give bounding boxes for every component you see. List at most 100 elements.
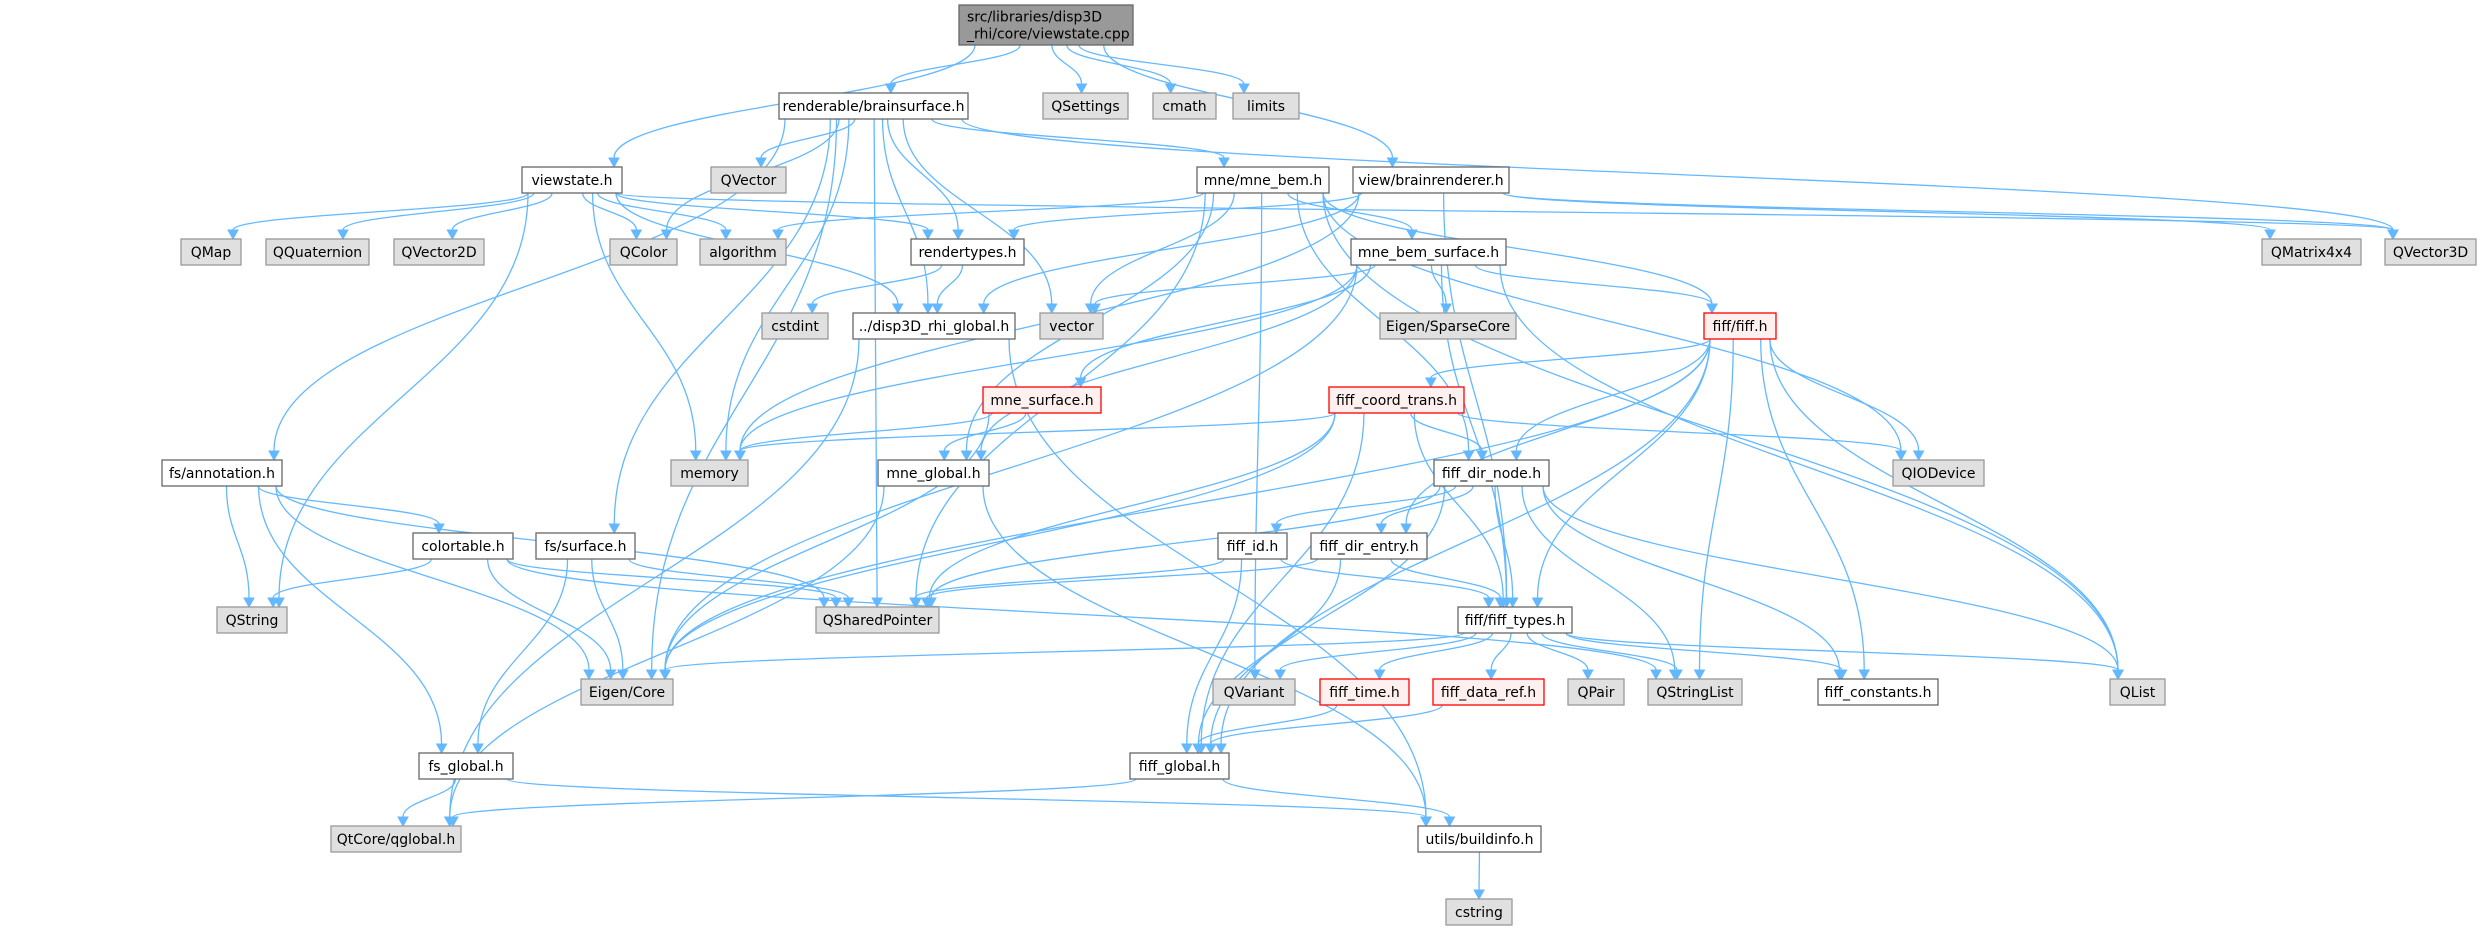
- node-fiffcoordtrans[interactable]: fiff_coord_trans.h: [1328, 386, 1465, 414]
- node-mnebem[interactable]: mne/mne_bem.h: [1196, 166, 1330, 194]
- node-qcolor: QColor: [609, 238, 678, 266]
- node-fiffdirentry[interactable]: fiff_dir_entry.h: [1310, 532, 1428, 560]
- arrowhead-icon: [2112, 669, 2124, 681]
- arrowhead-icon: [1895, 450, 1907, 462]
- node-rendertypes[interactable]: rendertypes.h: [910, 238, 1025, 266]
- node-label: fiff_constants.h: [1825, 685, 1932, 701]
- edge-mnebem-to-vector: [1090, 192, 1235, 305]
- node-cmath: cmath: [1152, 92, 1217, 120]
- node-mneglobal[interactable]: mne_global.h: [877, 459, 990, 487]
- edge-mnebemsurface-to-memory: [739, 264, 1358, 452]
- arrowhead-icon: [435, 743, 448, 755]
- edge-fiffcoordtrans-to-fifftypes: [1413, 412, 1504, 599]
- edge-mnebemsurface-to-mnesurface: [1080, 264, 1372, 379]
- arrowhead-icon: [1582, 669, 1594, 681]
- arrowhead-icon: [772, 229, 784, 241]
- node-box: [2109, 678, 2166, 706]
- node-box: [1232, 92, 1300, 120]
- arrowhead-icon: [1270, 523, 1283, 535]
- arrowhead-icon: [659, 669, 671, 681]
- node-fifftypes[interactable]: fiff/fiff_types.h: [1457, 606, 1573, 634]
- arrowhead-icon: [1218, 157, 1230, 169]
- node-label: fiff/fiff.h: [1713, 319, 1768, 335]
- node-box: [1352, 166, 1510, 194]
- node-fsglobal[interactable]: fs_global.h: [418, 752, 514, 780]
- node-mnebemsurface[interactable]: mne_bem_surface.h: [1350, 238, 1507, 266]
- node-box: [910, 238, 1025, 266]
- edge-colortable-to-qstringlist: [506, 558, 1657, 671]
- arrowhead-icon: [977, 303, 990, 315]
- node-mnesurface[interactable]: mne_surface.h: [982, 386, 1102, 414]
- node-label: renderable/brainsurface.h: [783, 99, 965, 115]
- arrowhead-icon: [2387, 229, 2399, 241]
- edge-fsannotation-to-colortable: [257, 485, 440, 525]
- node-box: [330, 825, 462, 853]
- edge-brainsurface-to-disp3dglobal: [881, 118, 929, 305]
- node-qsharedpointer: QSharedPointer: [815, 606, 940, 634]
- edge-mnebem-to-fiffh: [1322, 192, 1713, 305]
- arrowhead-icon: [1425, 377, 1437, 389]
- node-box: [1379, 312, 1517, 340]
- arrowhead-icon: [1510, 450, 1523, 462]
- edge-mnebemsurface-to-sparsecore: [1430, 264, 1447, 305]
- node-brainsurface[interactable]: renderable/brainsurface.h: [778, 92, 969, 120]
- edge-fifftypes-to-qvariant: [1279, 632, 1477, 671]
- node-fiffh[interactable]: fiff/fiff.h: [1703, 312, 1777, 340]
- node-disp3dglobal[interactable]: ../disp3D_rhi_global.h: [852, 312, 1016, 340]
- node-fiffdataref[interactable]: fiff_data_ref.h: [1432, 678, 1545, 706]
- edge-fsglobal-to-qglobal: [402, 778, 457, 818]
- nodes-layer: src/libraries/disp3D_rhi/core/viewstate.…: [161, 4, 2477, 926]
- node-fiffdirnode[interactable]: fiff_dir_node.h: [1433, 459, 1550, 487]
- node-label: mne_surface.h: [990, 393, 1093, 409]
- node-label: QSharedPointer: [823, 613, 933, 629]
- node-fiffglobal[interactable]: fiff_global.h: [1129, 752, 1230, 780]
- edge-brainrenderer-to-disp3dglobal: [983, 192, 1360, 305]
- arrowhead-icon: [806, 303, 819, 315]
- edge-fiffdirentry-to-fifftypes: [1390, 558, 1502, 599]
- node-buildinfo[interactable]: utils/buildinfo.h: [1417, 825, 1542, 853]
- arrowhead-icon: [891, 303, 904, 315]
- edge-fiffdirnode-to-fiffid: [1275, 485, 1457, 525]
- edge-viewstate-to-qvector3d: [615, 192, 2394, 231]
- arrowhead-icon: [1531, 597, 1544, 609]
- arrowhead-icon: [884, 83, 897, 95]
- node-colortable[interactable]: colortable.h: [412, 532, 514, 560]
- node-box: [1892, 459, 1985, 487]
- arrowhead-icon: [397, 816, 409, 828]
- node-brainrenderer[interactable]: view/brainrenderer.h: [1352, 166, 1510, 194]
- node-box: [1310, 532, 1428, 560]
- edge-mnesurface-to-eigencore: [664, 412, 990, 671]
- edge-root-to-qsettings: [1051, 44, 1083, 85]
- node-viewstate[interactable]: viewstate.h: [521, 166, 623, 194]
- node-label: QMap: [191, 245, 232, 261]
- edge-mnebemsurface-to-fiffh: [1474, 264, 1713, 305]
- edge-fiffh-to-qiodevice: [1769, 338, 1920, 452]
- arrowhead-icon: [830, 597, 842, 609]
- node-fssurface[interactable]: fs/surface.h: [535, 532, 636, 560]
- node-fsannotation[interactable]: fs/annotation.h: [161, 459, 283, 487]
- node-label: cmath: [1162, 99, 1206, 115]
- node-root[interactable]: src/libraries/disp3D_rhi/core/viewstate.…: [958, 4, 1134, 46]
- edge-fifftypes-to-qlist: [1565, 632, 2119, 671]
- node-qglobal: QtCore/qglobal.h: [330, 825, 462, 853]
- node-label: QMatrix4x4: [2271, 245, 2352, 261]
- node-box: [535, 532, 636, 560]
- edge-mnebemsurface-to-mneglobal: [980, 264, 1358, 452]
- edge-fsannotation-to-eigencore: [275, 485, 590, 671]
- edge-fiffdirnode-to-fiffdirentry: [1380, 485, 1474, 525]
- node-box: [761, 312, 829, 340]
- node-label: viewstate.h: [531, 173, 612, 189]
- node-fiffconstants[interactable]: fiff_constants.h: [1817, 678, 1939, 706]
- node-box: [412, 532, 514, 560]
- edge-fiffid-to-fiffglobal: [1186, 558, 1243, 745]
- edge-fiffdirnode-to-qstringlist: [1521, 485, 1676, 671]
- edges-layer: [225, 44, 2399, 901]
- arrowhead-icon: [842, 597, 855, 609]
- node-fifftime[interactable]: fiff_time.h: [1319, 678, 1410, 706]
- arrowhead-icon: [755, 157, 767, 169]
- node-fiffid[interactable]: fiff_id.h: [1217, 532, 1288, 560]
- node-box: [1196, 166, 1330, 194]
- node-box: [1042, 92, 1129, 120]
- edge-viewstate-to-qquaternion: [342, 192, 535, 231]
- edge-fiffcoordtrans-to-qiodevice: [1457, 412, 1902, 452]
